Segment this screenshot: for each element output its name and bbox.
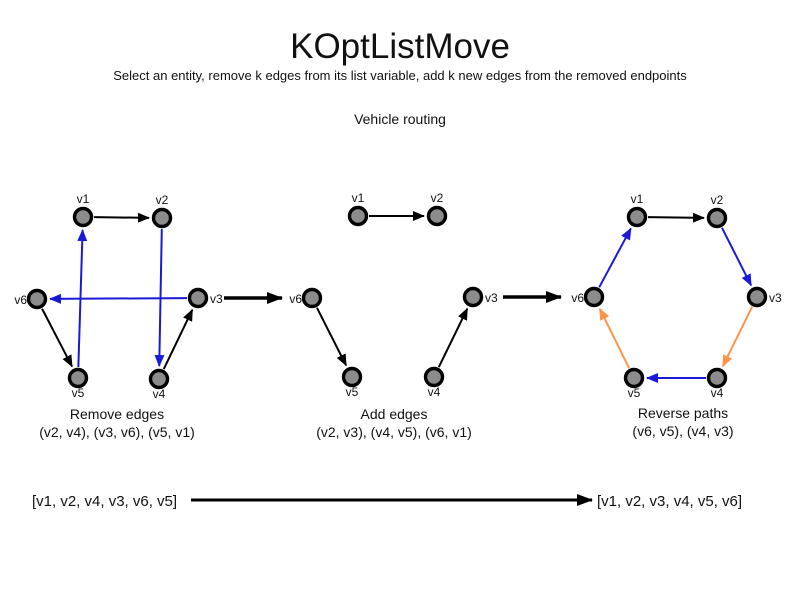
graph-edge-v3-v4 [721,306,754,368]
graph-edge-v1-v2 [647,212,706,223]
graph-node-v5 [623,367,645,389]
graph-node-v3 [746,286,768,308]
graph-node-v4 [706,367,728,389]
after-move-list: [v1, v2, v3, v4, v5, v6] [597,493,742,510]
graph-node-v2 [706,207,728,229]
reverse-paths-graph-caption: Reverse paths [638,405,728,421]
node-label-v1: v1 [631,192,644,206]
node-label-v5: v5 [346,385,359,399]
node-label-v6: v6 [289,292,302,306]
section-label: Vehicle routing [354,111,446,127]
graph-edge-v5-v6 [598,307,631,369]
node-label-v3: v3 [485,291,498,305]
node-label-v2: v2 [431,191,444,205]
add-edges-graph-edge-list: (v2, v3), (v4, v5), (v6, v1) [316,424,472,440]
node-label-v5: v5 [628,386,641,400]
graph-node-v5 [341,366,363,388]
graph-node-v1 [72,206,94,228]
graph-node-v6 [583,286,605,308]
graph-node-v6 [26,288,48,310]
node-label-v1: v1 [77,192,90,206]
graph-edge-v6-v5 [316,307,348,367]
page-title: KOptListMove [290,27,510,66]
remove-edges-graph-caption: Remove edges [70,406,164,422]
graph-edge-v4-v3 [437,307,469,368]
add-edges-graph-caption: Add edges [361,406,428,422]
graph-node-v3 [462,286,484,308]
graph-edge-v5-v1 [77,228,88,368]
node-label-v2: v2 [711,193,724,207]
graph-node-v2 [151,207,173,229]
graph-edge-v1-v2 [93,212,151,223]
graph-edge-v2-v3 [721,227,753,287]
node-label-v2: v2 [156,193,169,207]
graph-node-v2 [426,205,448,227]
page-subtitle: Select an entity, remove k edges from it… [113,68,687,83]
graph-node-v1 [347,205,369,227]
node-label-v4: v4 [428,385,441,399]
graph-node-v1 [626,206,648,228]
graph-node-v4 [148,368,170,390]
graph-node-v5 [67,367,89,389]
node-label-v4: v4 [153,387,166,401]
connectors-layer [224,291,562,304]
node-label-v5: v5 [72,386,85,400]
graph-node-v3 [187,287,209,309]
graph-edge-v6-v1 [598,227,632,288]
node-label-v1: v1 [352,191,365,205]
node-label-v4: v4 [711,386,724,400]
graph-edge-v4-v3 [162,308,194,370]
graph-edge-v3-v6 [48,293,188,304]
node-label-v6: v6 [14,293,27,307]
node-label-v3: v3 [210,292,223,306]
graph-edge-v6-v5 [41,308,73,368]
node-label-v3: v3 [769,291,782,305]
reverse-paths-graph-edge-list: (v6, v5), (v4, v3) [632,423,733,439]
graph-node-v4 [423,366,445,388]
graph-node-v6 [301,287,323,309]
before-move-list: [v1, v2, v4, v3, v6, v5] [32,493,177,510]
remove-edges-graph-edge-list: (v2, v4), (v3, v6), (v5, v1) [39,424,195,440]
node-label-v6: v6 [571,291,584,305]
